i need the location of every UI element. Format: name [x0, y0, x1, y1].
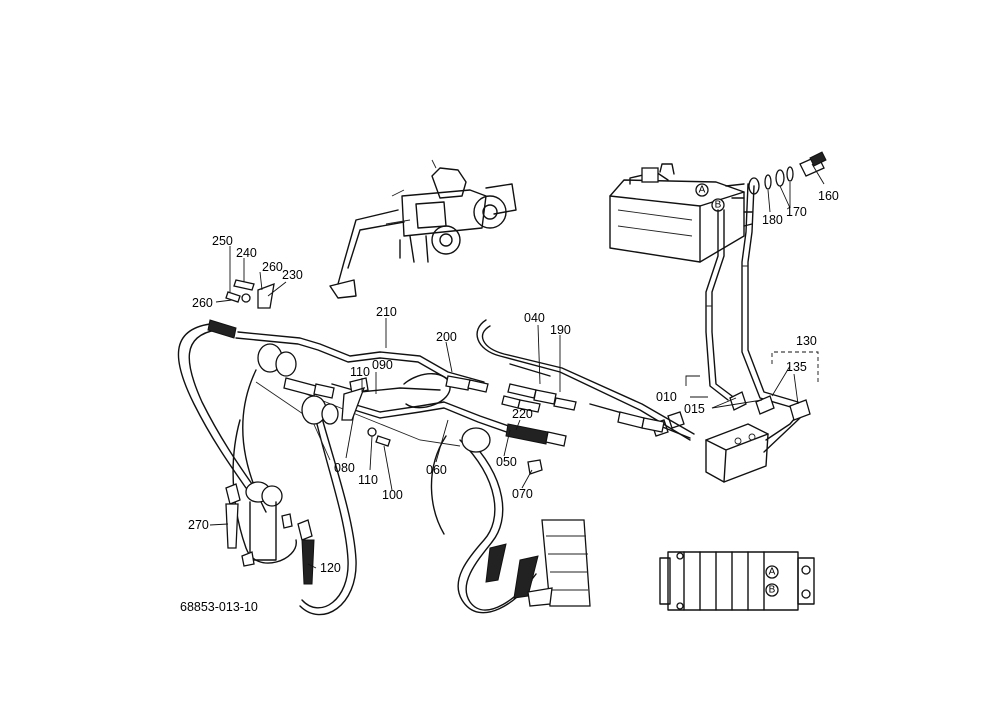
fittings [207, 279, 665, 607]
label-050: 050 [496, 455, 517, 469]
label-135: 135 [786, 360, 807, 374]
label-080: 080 [334, 461, 355, 475]
label-260-lower: 260 [192, 296, 213, 310]
label-260-upper: 260 [262, 260, 283, 274]
bracket-010 [685, 375, 700, 386]
label-015: 015 [684, 402, 705, 416]
valve-section-view: A B [659, 551, 815, 611]
label-040: 040 [524, 311, 545, 325]
label-210: 210 [376, 305, 397, 319]
label-010: 010 [656, 390, 677, 404]
label-220: 220 [512, 407, 533, 421]
marker-b-upper: B [715, 200, 722, 211]
marker-a-lower: A [769, 567, 776, 578]
label-230: 230 [282, 268, 303, 282]
label-240: 240 [236, 246, 257, 260]
label-090: 090 [372, 358, 393, 372]
drawing-number: 68853-013-10 [180, 600, 258, 614]
label-250: 250 [212, 234, 233, 248]
rigid-pipes [705, 183, 799, 409]
label-200: 200 [436, 330, 457, 344]
label-070: 070 [512, 487, 533, 501]
label-180: 180 [762, 213, 783, 227]
marker-a-upper: A [699, 185, 706, 196]
label-130: 130 [796, 334, 817, 348]
label-100: 100 [382, 488, 403, 502]
bracket-130 [771, 351, 819, 384]
label-190: 190 [550, 323, 571, 337]
tractor-backhoe-illustration [329, 159, 517, 299]
part-labels: 250 240 260 230 260 210 200 040 190 090 … [180, 189, 839, 614]
label-060: 060 [426, 463, 447, 477]
label-110-upper: 110 [350, 365, 370, 379]
marker-b-lower: B [769, 585, 776, 596]
label-110-lower: 110 [358, 473, 378, 487]
swivel-housings [245, 343, 491, 561]
label-120: 120 [320, 561, 341, 575]
label-160: 160 [818, 189, 839, 203]
label-170: 170 [786, 205, 807, 219]
label-270: 270 [188, 518, 209, 532]
coupler-assembly [748, 151, 827, 195]
leader-lines [209, 163, 825, 569]
control-valve-block: A B [609, 163, 753, 263]
